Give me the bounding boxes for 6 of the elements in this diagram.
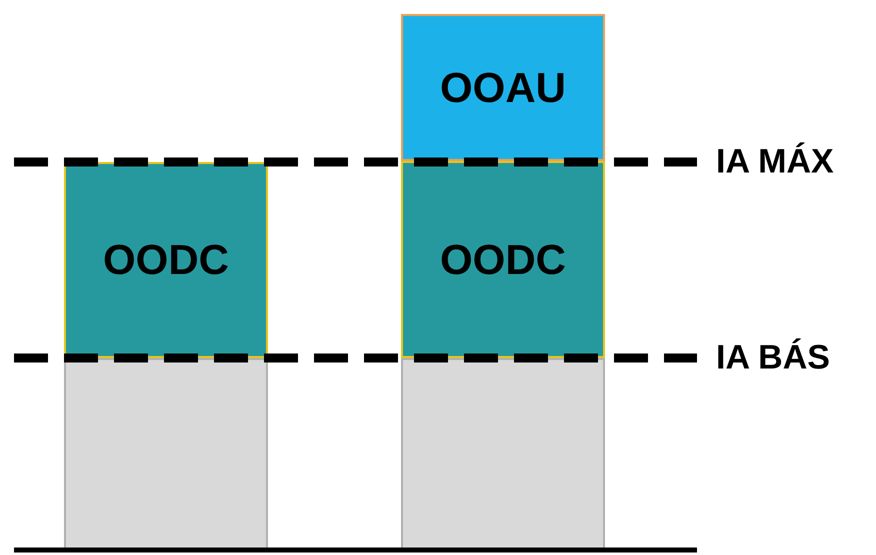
- level-label: IA MÁX: [716, 142, 834, 182]
- block-label: OODC: [440, 236, 566, 284]
- block-label: OOAU: [440, 64, 566, 112]
- block-label: OODC: [103, 236, 229, 284]
- level-label: IA BÁS: [716, 338, 830, 378]
- stacked-block: [401, 14, 605, 161]
